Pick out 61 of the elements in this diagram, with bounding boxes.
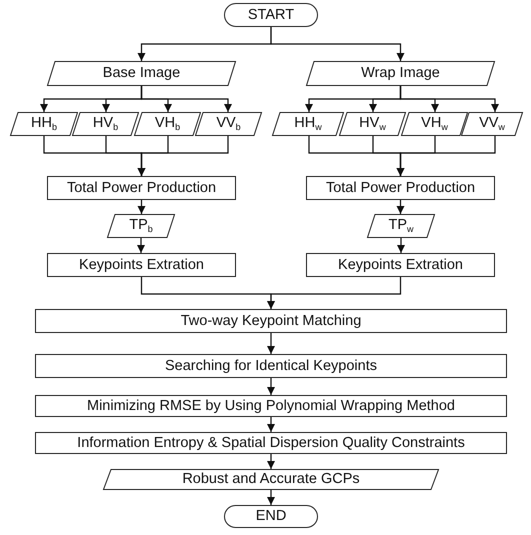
step-label: START	[248, 8, 294, 22]
output-parallelogram	[103, 469, 439, 490]
step-label: END	[256, 509, 286, 524]
step-label: HH$_{w}$	[294, 116, 322, 132]
data-parallelogram	[107, 214, 175, 238]
step-label: Robust and Accurate GCPs	[182, 472, 360, 487]
arrow	[396, 136, 496, 176]
data-parallelogram	[367, 214, 435, 238]
step-label: HV$_{w}$	[359, 116, 386, 132]
arrow	[267, 277, 402, 309]
arrow	[267, 454, 275, 469]
process-box	[35, 395, 507, 417]
arrow	[270, 27, 404, 61]
step-label: Minimizing RMSE by Using Polynomial Wrapping Method	[86, 398, 455, 414]
start-terminal	[224, 3, 318, 27]
arrow	[267, 490, 275, 505]
data-parallelogram	[72, 112, 139, 136]
arrow	[396, 200, 404, 214]
arrow	[397, 238, 405, 253]
step-label: VH$_{b}$	[154, 116, 180, 132]
step-label: HV$_{b}$	[92, 116, 118, 132]
data-parallelogram	[195, 112, 262, 136]
arrow	[267, 333, 275, 354]
step-label: HH$_{b}$	[31, 116, 57, 132]
arrow	[267, 378, 275, 395]
step-label: TP$_{b}$	[129, 218, 153, 234]
data-parallelogram	[401, 112, 468, 136]
data-parallelogram	[461, 112, 523, 136]
step-label: Total Power Production	[66, 180, 216, 196]
arrow	[267, 417, 275, 432]
data-parallelogram	[10, 112, 78, 136]
arrow	[137, 238, 145, 253]
arrow	[140, 86, 232, 112]
process-box	[47, 253, 236, 277]
process-box	[306, 176, 495, 200]
data-parallelogram	[134, 112, 201, 136]
step-label: Information Entropy & Spatial Dispersion Quality Constraints	[77, 436, 465, 450]
arrow	[138, 136, 229, 176]
process-box	[35, 309, 507, 333]
input-parallelogram	[47, 61, 236, 86]
step-label: VH$_{w}$	[421, 116, 448, 132]
step-label: TP$_{w}$	[388, 218, 414, 234]
data-parallelogram	[272, 112, 344, 136]
step-label: Keypoints Extration	[79, 258, 204, 272]
process-box	[306, 253, 495, 277]
step-label: VV$_{w}$	[479, 116, 505, 132]
arrow	[400, 86, 499, 112]
step-label: Two-way Keypoint Matching	[180, 314, 362, 328]
process-box	[35, 354, 507, 378]
end-terminal	[224, 505, 318, 528]
step-label: Keypoints Extration	[338, 258, 463, 272]
process-box	[47, 176, 236, 200]
data-parallelogram	[339, 112, 406, 136]
step-label: Total Power Production	[326, 180, 476, 196]
process-box	[35, 432, 507, 454]
arrow	[138, 200, 146, 214]
step-label: VV$_{b}$	[216, 116, 241, 132]
step-label: Wrap Image	[361, 66, 440, 81]
input-parallelogram	[306, 61, 495, 86]
step-label: Searching for Identical Keypoints	[165, 358, 377, 374]
step-label: Base Image	[102, 66, 180, 81]
